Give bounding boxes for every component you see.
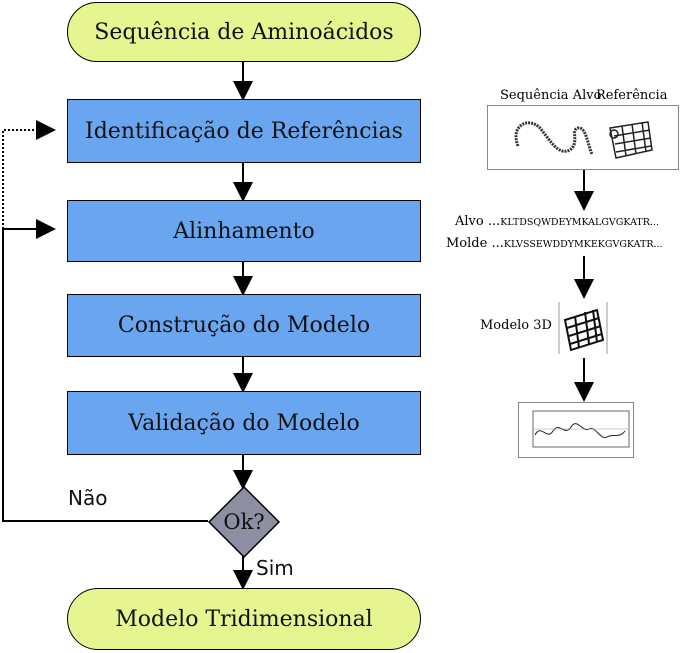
validation-plot-panel [518, 402, 634, 458]
feedback-loop-to-step1 [3, 130, 52, 229]
side-header-reference: Referência [596, 88, 667, 103]
alignment-target-seq: KLTDSQWDEYMKALGVGKATR... [500, 217, 659, 228]
reference-structure-icon [610, 122, 652, 158]
feedback-loop-line [3, 229, 208, 521]
model-3d-icon [557, 298, 611, 358]
yes-label: Sim [256, 556, 294, 580]
decision-label: Ok? [223, 510, 264, 534]
alignment-template-label: Molde ... [446, 236, 504, 251]
end-label: Modelo Tridimensional [115, 607, 372, 632]
step-validacao-label: Validação do Modelo [128, 411, 359, 436]
step-validacao: Validação do Modelo [67, 391, 421, 455]
alignment-target-label: Alvo ... [455, 214, 500, 229]
step-construcao: Construção do Modelo [67, 294, 421, 357]
alignment-template-seq: KLVSSEWDDYMKEKGVGKATR... [504, 239, 663, 250]
start-node: Sequência de Aminoácidos [67, 2, 421, 62]
end-node: Modelo Tridimensional [67, 588, 421, 650]
start-label: Sequência de Aminoácidos [94, 20, 393, 45]
step-identificacao: Identificação de Referências [67, 99, 421, 163]
no-label: Não [68, 486, 107, 510]
sequence-coil-icon [516, 123, 592, 154]
decision-node: Ok? [208, 486, 280, 558]
validation-plot-icon [519, 403, 633, 457]
side-header-target: Sequência Alvo [500, 88, 601, 103]
sequence-structure-panel [487, 105, 679, 170]
alignment-target: Alvo ...KLTDSQWDEYMKALGVGKATR... [455, 214, 659, 229]
step-identificacao-label: Identificação de Referências [85, 119, 403, 144]
step-alinhamento-label: Alinhamento [173, 219, 315, 244]
protein-illustration [488, 106, 678, 169]
step-construcao-label: Construção do Modelo [118, 313, 370, 338]
alignment-template: Molde ...KLVSSEWDDYMKEKGVGKATR... [446, 236, 663, 251]
model-3d-label: Modelo 3D [480, 318, 552, 333]
step-alinhamento: Alinhamento [67, 200, 421, 262]
